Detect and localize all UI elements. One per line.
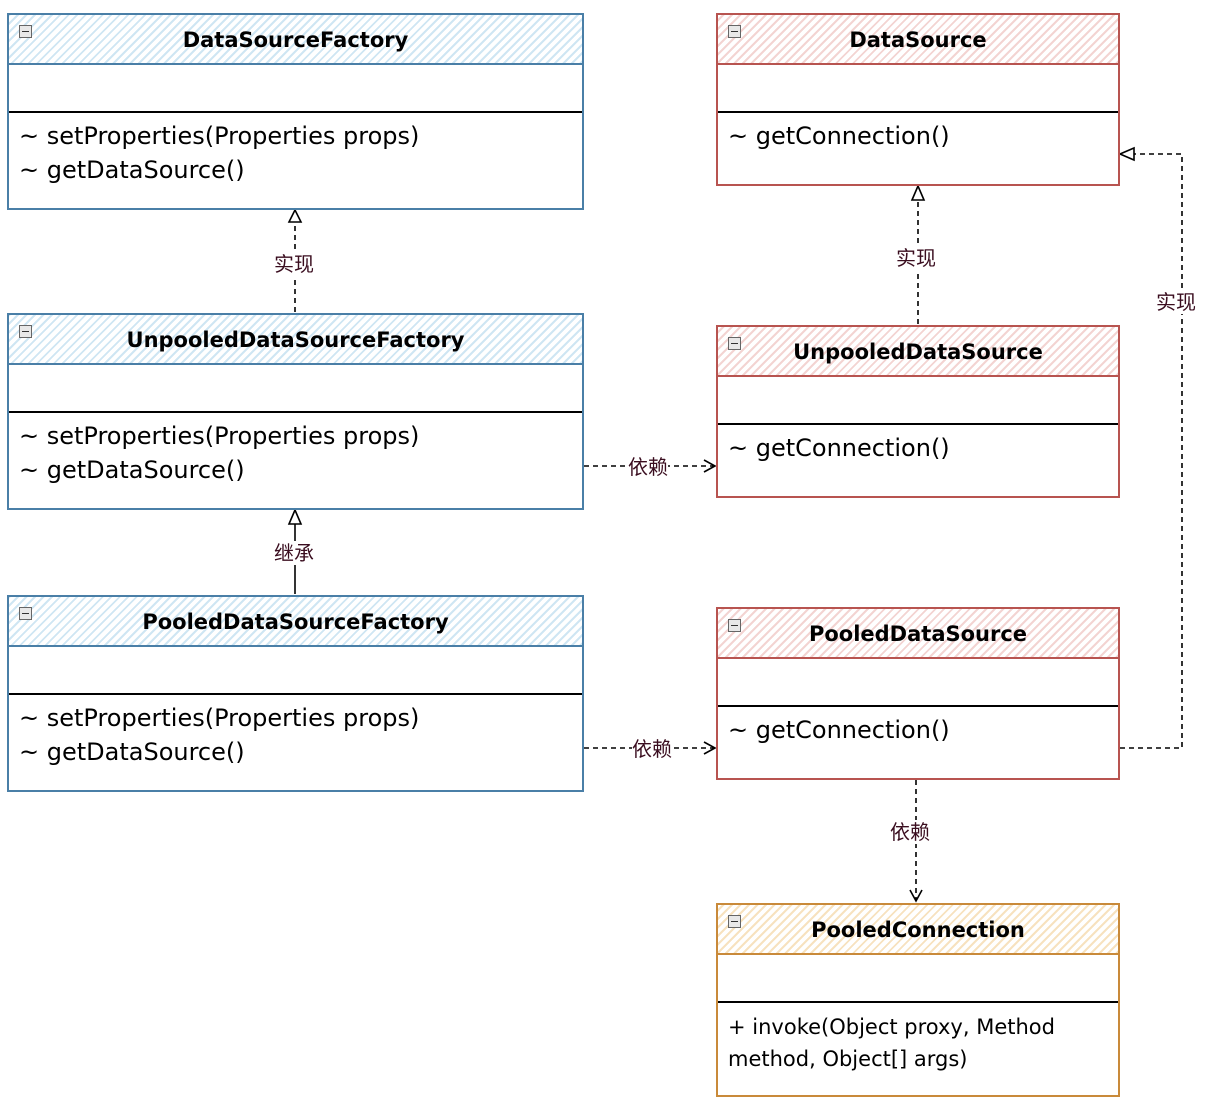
class-title: DataSource <box>849 28 987 52</box>
class-title: UnpooledDataSource <box>793 340 1043 364</box>
method: ~ getConnection() <box>728 716 950 744</box>
attributes-section <box>718 955 1118 1003</box>
class-title: DataSourceFactory <box>182 28 409 52</box>
class-header: UnpooledDataSourceFactory <box>9 315 582 365</box>
label-depends: 依赖 <box>632 737 672 761</box>
hollow-arrowhead <box>287 208 303 223</box>
collapse-icon[interactable] <box>19 607 32 620</box>
class-title: UnpooledDataSourceFactory <box>126 328 465 352</box>
attributes-section <box>718 659 1118 707</box>
class-title: PooledDataSource <box>808 622 1028 646</box>
method: ~ setProperties(Properties props) <box>19 422 420 450</box>
methods-section: ~ setProperties(Properties props) ~ getD… <box>9 695 582 769</box>
method: ~ getDataSource() <box>19 738 245 766</box>
open-arrowhead <box>703 741 717 755</box>
method: + invoke(Object proxy, Method method, Ob… <box>728 1015 1055 1071</box>
label-implements: 实现 <box>1156 290 1196 314</box>
attributes-section <box>9 647 582 695</box>
class-box-unpooleddatasource[interactable]: UnpooledDataSource ~ getConnection() <box>716 325 1120 498</box>
realization-line-pooled-ds <box>1120 153 1183 749</box>
class-title: PooledConnection <box>811 918 1025 942</box>
methods-section: + invoke(Object proxy, Method method, Ob… <box>718 1003 1118 1075</box>
collapse-icon[interactable] <box>728 915 741 928</box>
label-extends: 继承 <box>274 541 314 565</box>
method: ~ getConnection() <box>728 434 950 462</box>
methods-section: ~ getConnection() <box>718 113 1118 153</box>
methods-section: ~ getConnection() <box>718 425 1118 465</box>
attributes-section <box>718 377 1118 425</box>
class-title: PooledDataSourceFactory <box>142 610 449 634</box>
method: ~ getDataSource() <box>19 456 245 484</box>
hollow-arrowhead <box>1117 146 1135 162</box>
method: ~ setProperties(Properties props) <box>19 704 420 732</box>
collapse-icon[interactable] <box>728 619 741 632</box>
hollow-arrowhead <box>910 183 926 201</box>
class-header: DataSource <box>718 15 1118 65</box>
method: ~ setProperties(Properties props) <box>19 122 420 150</box>
class-box-pooledconnection[interactable]: PooledConnection + invoke(Object proxy, … <box>716 903 1120 1097</box>
label-implements: 实现 <box>274 252 314 276</box>
attributes-section <box>9 365 582 413</box>
class-header: UnpooledDataSource <box>718 327 1118 377</box>
collapse-icon[interactable] <box>728 337 741 350</box>
methods-section: ~ setProperties(Properties props) ~ getD… <box>9 113 582 187</box>
open-arrowhead <box>909 889 923 903</box>
class-box-unpooleddatasourcefactory[interactable]: UnpooledDataSourceFactory ~ setPropertie… <box>7 313 584 510</box>
class-header: PooledDataSource <box>718 609 1118 659</box>
label-implements: 实现 <box>896 246 936 270</box>
class-header: PooledConnection <box>718 905 1118 955</box>
attributes-section <box>9 65 582 113</box>
methods-section: ~ setProperties(Properties props) ~ getD… <box>9 413 582 487</box>
label-depends: 依赖 <box>890 820 930 844</box>
open-arrowhead <box>703 459 717 473</box>
label-depends: 依赖 <box>628 455 668 479</box>
method: ~ getDataSource() <box>19 156 245 184</box>
collapse-icon[interactable] <box>19 325 32 338</box>
hollow-arrowhead <box>287 507 303 525</box>
class-box-datasourcefactory[interactable]: DataSourceFactory ~ setProperties(Proper… <box>7 13 584 210</box>
method: ~ getConnection() <box>728 122 950 150</box>
methods-section: ~ getConnection() <box>718 707 1118 747</box>
attributes-section <box>718 65 1118 113</box>
collapse-icon[interactable] <box>19 25 32 38</box>
collapse-icon[interactable] <box>728 25 741 38</box>
class-header: PooledDataSourceFactory <box>9 597 582 647</box>
class-box-pooleddatasourcefactory[interactable]: PooledDataSourceFactory ~ setProperties(… <box>7 595 584 792</box>
class-header: DataSourceFactory <box>9 15 582 65</box>
class-box-datasource[interactable]: DataSource ~ getConnection() <box>716 13 1120 186</box>
class-box-pooleddatasource[interactable]: PooledDataSource ~ getConnection() <box>716 607 1120 780</box>
